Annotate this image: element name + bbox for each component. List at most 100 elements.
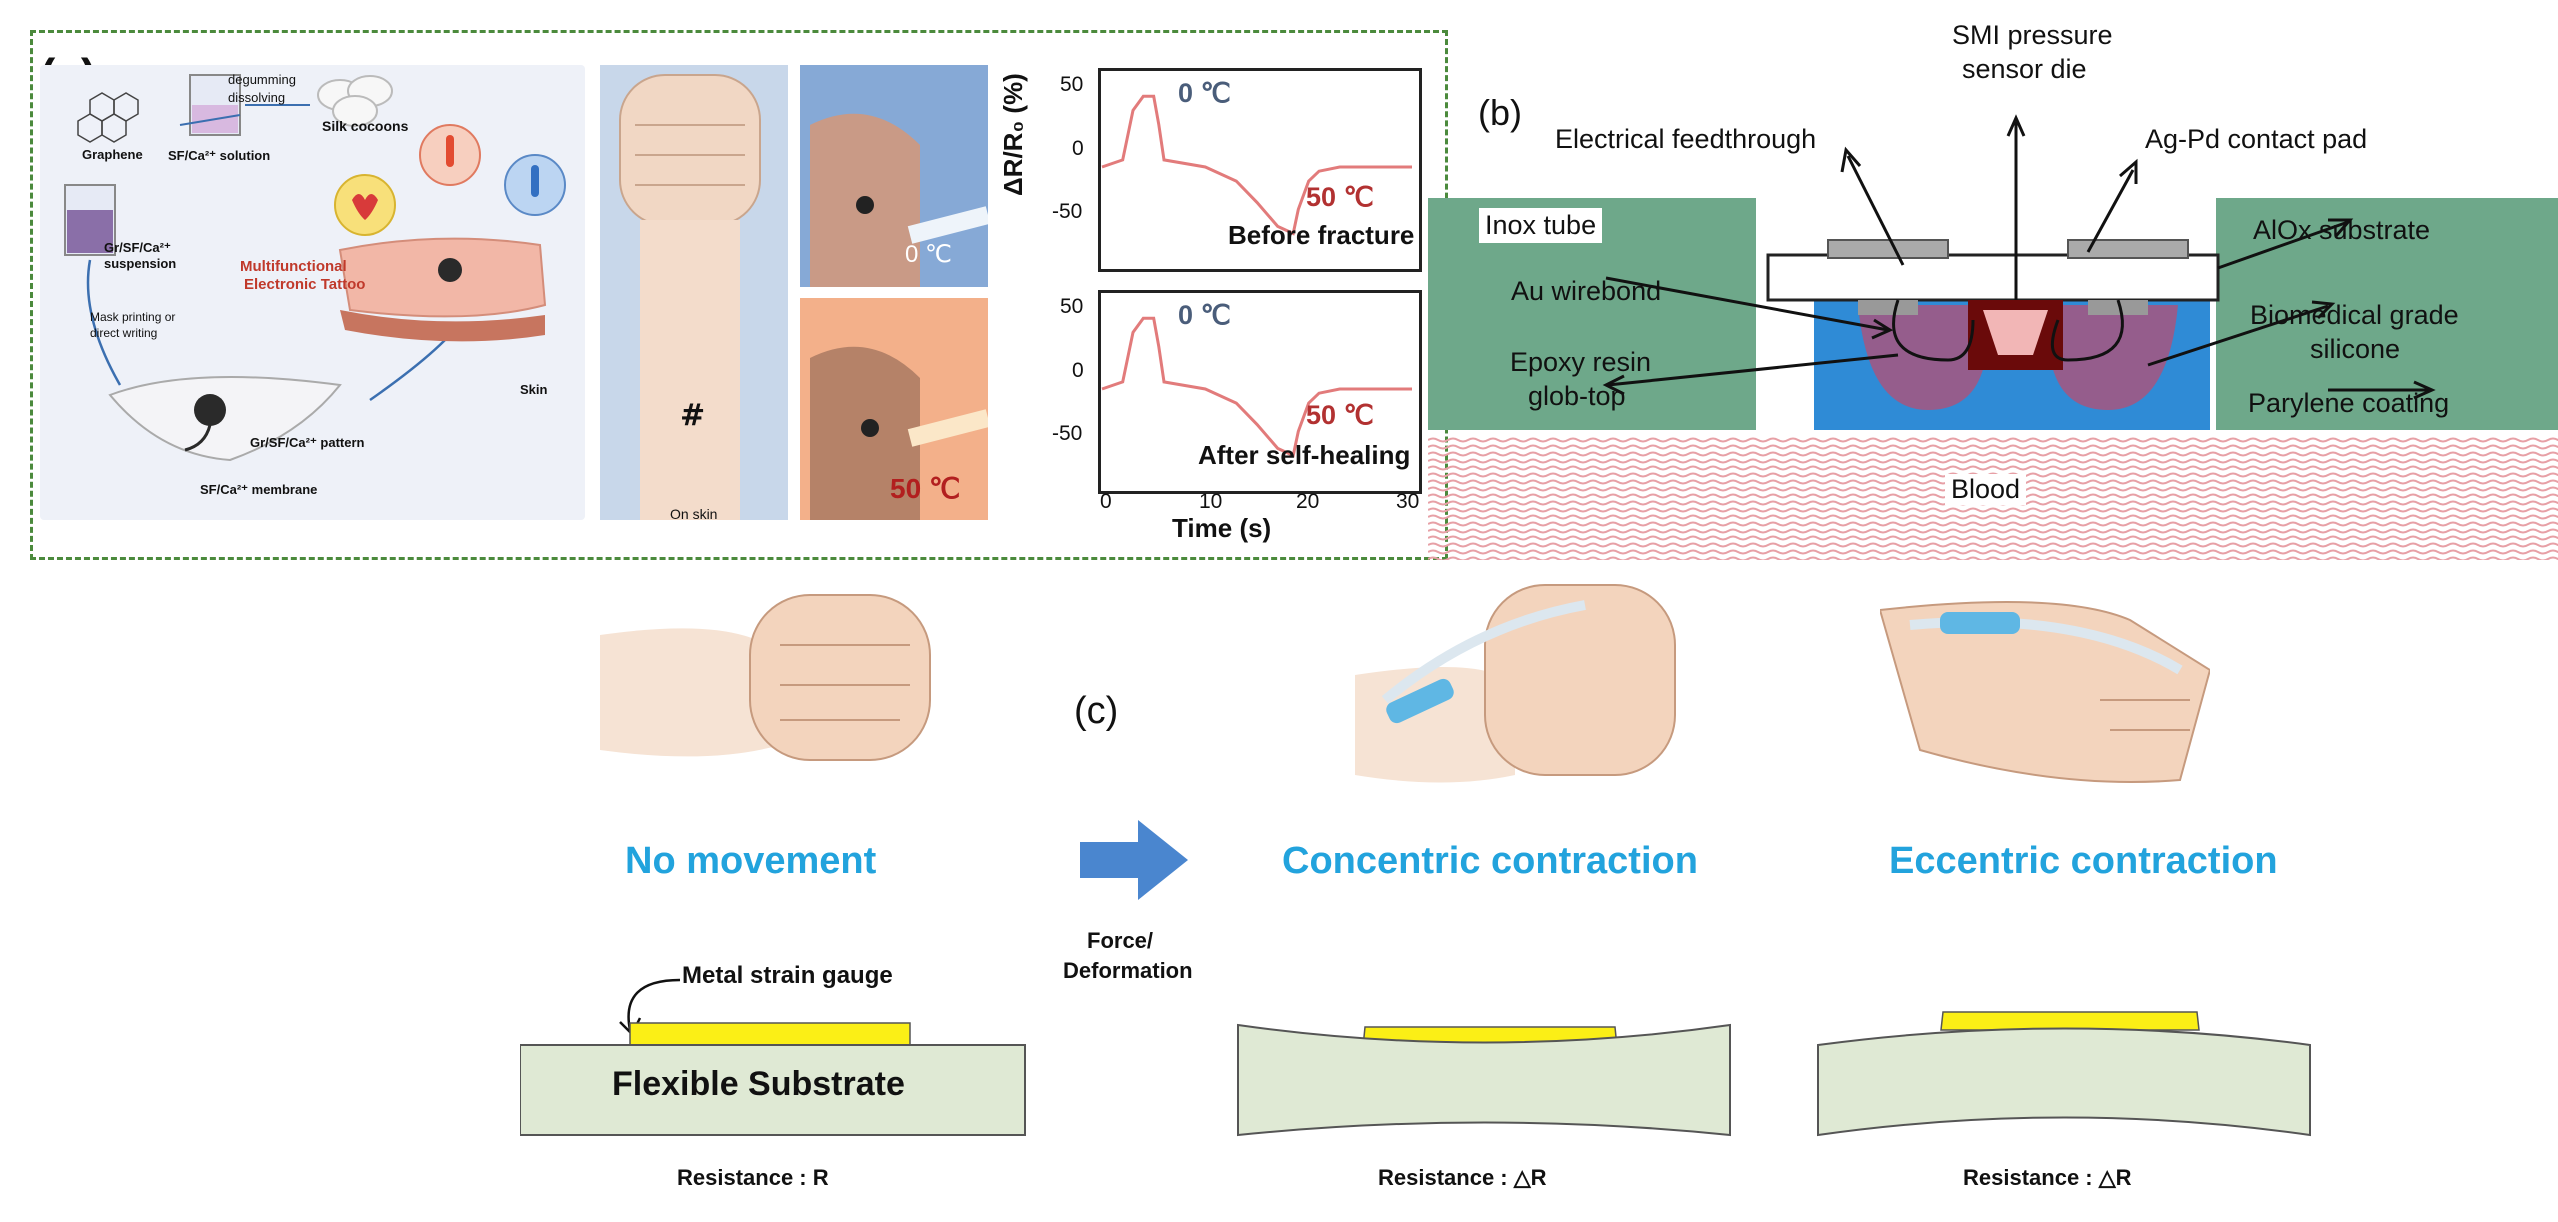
contact-pad-right xyxy=(2067,239,2189,259)
sf-solution-label: SF/Ca²⁺ solution xyxy=(168,148,271,163)
wirebond-label: Au wirebond xyxy=(1511,276,1662,306)
x-tick-10: 10 xyxy=(1199,490,1223,513)
plot-bottom-hot-annotation: 50 ℃ xyxy=(1306,400,1374,430)
inox-label: Inox tube xyxy=(1479,208,1603,243)
substrate-concentric xyxy=(1237,1023,1731,1137)
blood-wave-line xyxy=(1428,521,2558,527)
flat-substrate-diagram xyxy=(520,1022,1026,1136)
y-tick-bot-m50: -50 xyxy=(1052,422,1083,445)
fabrication-schematic-drawing xyxy=(64,74,566,462)
parylene-label: Parylene coating xyxy=(2248,388,2450,418)
resistance-eccentric-label: Resistance : △R xyxy=(1963,1165,2132,1190)
force-label-2: Deformation xyxy=(1063,958,1193,983)
y-tick-top-50: 50 xyxy=(1060,73,1084,96)
plot-bottom-series xyxy=(1101,316,1412,458)
wirebond-left xyxy=(1892,299,1975,362)
dissolving-label: dissolving xyxy=(228,90,286,105)
series-line-before-fracture xyxy=(1101,94,1412,236)
feedthrough-left xyxy=(1858,300,1918,315)
silicone-label-1: Biomedical grade xyxy=(2250,300,2459,330)
fist-concentric xyxy=(1355,584,1676,783)
y-tick-top-m50: -50 xyxy=(1052,200,1083,223)
sensor-die-label-1: SMI pressure xyxy=(1952,20,2113,50)
plot-top-title: Before fracture xyxy=(1228,220,1415,250)
blood-region xyxy=(1428,437,2558,560)
mask-label-1: Mask printing or xyxy=(90,310,176,324)
heart-rate-icon xyxy=(334,174,396,236)
cold-hand-drawing xyxy=(810,113,988,287)
strain-sensor-icon xyxy=(1940,612,2020,634)
x-tick-20: 20 xyxy=(1296,490,1320,513)
no-movement-title: No movement xyxy=(625,840,877,882)
contact-pad-label: Ag-Pd contact pad xyxy=(2145,124,2368,154)
blood-label: Blood xyxy=(1945,474,2027,505)
plot-bottom-title: After self-healing xyxy=(1198,440,1411,470)
suspension-label-1: Gr/SF/Ca²⁺ xyxy=(104,240,171,255)
strain-gauge-eccentric xyxy=(1940,1011,2200,1031)
epoxy-glob xyxy=(1858,305,2178,410)
on-skin-label: On skin xyxy=(670,506,718,522)
panel-c-label: (c) xyxy=(1074,690,1119,732)
annotation-arrows xyxy=(1602,114,2436,400)
sensor-dot-icon xyxy=(856,196,874,214)
plot-top-series xyxy=(1101,94,1412,236)
resistance-concentric-label: Resistance : △R xyxy=(1378,1165,1547,1190)
blood-wave-line xyxy=(1428,465,2558,471)
cold-photo-label: 0 ℃ xyxy=(905,241,952,268)
eccentric-substrate-diagram xyxy=(1817,1011,2311,1137)
substrate-label: Flexible Substrate xyxy=(612,1065,905,1103)
strain-sensor-icon xyxy=(1386,678,1454,724)
plot-top-hot-annotation: 50 ℃ xyxy=(1306,182,1374,212)
pattern-label: Gr/SF/Ca²⁺ pattern xyxy=(250,435,365,450)
blood-wave-line xyxy=(1428,535,2558,541)
membrane-label: SF/Ca²⁺ membrane xyxy=(200,482,318,497)
feedthrough-label: Electrical feedthrough xyxy=(1555,124,1817,154)
eccentric-title: Eccentric contraction xyxy=(1889,840,2278,882)
plot-bottom-cold-annotation: 0 ℃ xyxy=(1178,300,1231,330)
series-line-after-healing xyxy=(1101,316,1412,458)
x-tick-30: 30 xyxy=(1396,490,1420,513)
silk-cocoon-icon xyxy=(317,75,393,127)
epoxy-label-1: Epoxy resin xyxy=(1510,347,1652,377)
plot-top-frame xyxy=(1098,68,1422,272)
alox-label: AlOx substrate xyxy=(2253,215,2431,245)
silk-cocoons-label: Silk cocoons xyxy=(322,118,409,134)
y-tick-top-0: 0 xyxy=(1072,137,1084,160)
blood-wave-line xyxy=(1428,542,2558,548)
suspension-beaker-icon xyxy=(64,184,116,256)
right-arrow-icon xyxy=(1080,820,1188,900)
blood-wave-line xyxy=(1428,556,2558,560)
fist-no-movement xyxy=(600,594,931,761)
hot-hand-drawing xyxy=(810,346,988,520)
tattoo-label-1: Multifunctional xyxy=(240,258,347,275)
blood-wave-line xyxy=(1428,507,2558,513)
thermometer-icon xyxy=(419,124,481,186)
plot-bottom-frame xyxy=(1098,290,1422,494)
substrate-flat xyxy=(520,1044,1026,1136)
blood-wave-line xyxy=(1428,514,2558,520)
concentric-substrate-diagram xyxy=(1237,1023,1731,1137)
epoxy-label-2: glob-top xyxy=(1528,381,1626,411)
tattoo-mark: # xyxy=(680,398,705,433)
contact-pad-left xyxy=(1827,239,1949,259)
panel-b-label: (b) xyxy=(1478,92,1522,133)
mask-label-2: direct writing xyxy=(90,326,158,340)
hot-photo-label: 50 ℃ xyxy=(890,473,961,504)
tattoo-label-2: Electronic Tattoo xyxy=(244,276,366,293)
resistance-r-label: Resistance : R xyxy=(677,1165,829,1190)
wirebond-right xyxy=(2050,299,2124,362)
degumming-label: degumming xyxy=(228,72,296,87)
sensor-dot-icon xyxy=(861,419,879,437)
sensor-membrane xyxy=(1983,310,2048,355)
feedthrough-right xyxy=(2088,300,2148,315)
y-axis-label: ΔR/R₀ (%) xyxy=(998,73,1028,196)
blood-wave-line xyxy=(1428,451,2558,457)
x-axis-label: Time (s) xyxy=(1172,513,1272,543)
alox-substrate xyxy=(1766,253,2220,302)
y-tick-bot-0: 0 xyxy=(1072,359,1084,382)
concentric-title: Concentric contraction xyxy=(1282,840,1698,882)
rose-icon xyxy=(194,394,226,426)
x-tick-0: 0 xyxy=(1100,490,1112,513)
blood-wave-line xyxy=(1428,437,2558,443)
blood-wave-line xyxy=(1428,458,2558,464)
